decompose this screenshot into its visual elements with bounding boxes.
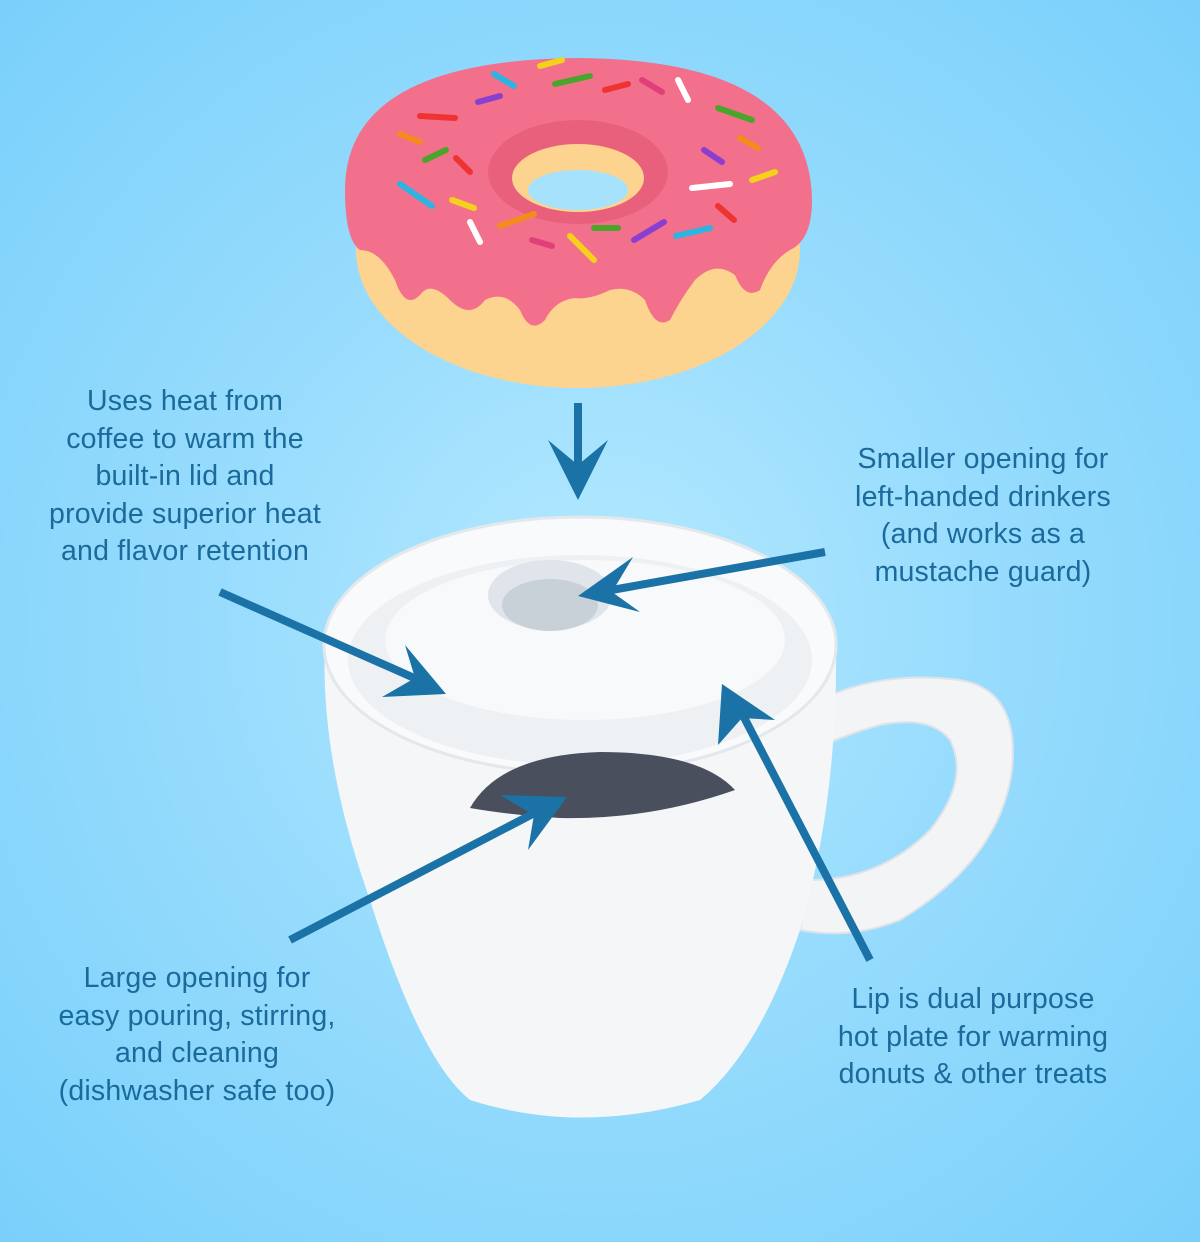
callout-lip: Lip is dual purpose hot plate for warmin… <box>788 981 1158 1094</box>
callout-line: hot plate for warming <box>837 1020 1109 1053</box>
callout-line: and cleaning <box>114 1037 280 1069</box>
callout-line: Uses heat from <box>86 385 284 417</box>
arrow-small-opening <box>594 548 826 597</box>
callout-line: Smaller opening for <box>857 443 1109 475</box>
mug-image <box>322 515 1014 1118</box>
callout-line: donuts & other treats <box>838 1058 1108 1090</box>
arrow-lip <box>731 698 874 962</box>
callout-line: left-handed drinkers <box>855 480 1111 513</box>
arrows <box>218 403 874 962</box>
callout-line: built-in lid and <box>95 460 275 492</box>
callout-line: and flavor retention <box>61 535 309 567</box>
arrowhead-icon <box>500 795 567 850</box>
callout-line: Large opening for <box>83 962 311 994</box>
arrowhead-icon <box>548 440 608 500</box>
callout-line: coffee to warm the <box>66 422 304 455</box>
callout-lid-heat: Uses heat from coffee to warm the built-… <box>0 383 370 571</box>
callout-line: provide superior heat <box>49 497 321 530</box>
arrowhead-icon <box>578 557 640 612</box>
callout-line: (and works as a <box>880 518 1086 550</box>
callout-large-opening: Large opening for easy pouring, stirring… <box>12 960 382 1110</box>
callout-line: mustache guard) <box>874 555 1092 588</box>
arrowhead-icon <box>718 684 775 745</box>
callout-small-opening: Smaller opening for left-handed drinkers… <box>798 441 1168 591</box>
arrow-large-opening <box>288 801 552 944</box>
arrow-lid-heat <box>218 588 432 689</box>
callout-line: Lip is dual purpose <box>851 983 1095 1015</box>
donut-image <box>345 57 812 388</box>
callout-line: easy pouring, stirring, <box>58 999 336 1032</box>
arrowhead-icon <box>382 645 446 697</box>
callout-line: (dishwasher safe too) <box>58 1074 336 1107</box>
